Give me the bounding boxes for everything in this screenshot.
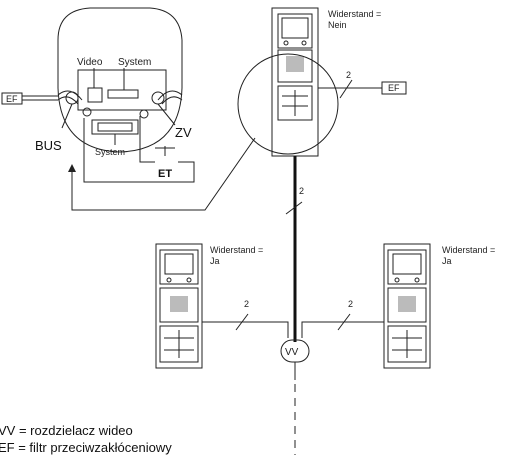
top-station-led-2 <box>301 40 307 46</box>
left-branch-wire-count: 2 <box>244 299 249 309</box>
right-branch-tick <box>337 313 351 331</box>
right-resistance-line1: Widerstand = <box>442 245 495 255</box>
zv-wire-loop <box>157 90 183 105</box>
right-station-led-2 <box>414 277 420 283</box>
top-wire-count: 2 <box>346 70 351 80</box>
right-branch-wire-count: 2 <box>348 299 353 309</box>
system-terminal-bottom <box>97 122 133 132</box>
left-resistance-line1: Widerstand = <box>210 245 263 255</box>
module-housing-top <box>57 7 183 88</box>
ef-left-box <box>1 92 23 105</box>
system-top-label: System <box>118 57 151 68</box>
left-station-speaker-module <box>159 287 199 323</box>
vv-label: VV <box>285 347 299 358</box>
top-station-screen <box>281 17 309 39</box>
right-branch-wire <box>301 321 384 338</box>
ef-right-wire-tick <box>339 79 353 99</box>
video-label: Video <box>77 57 103 68</box>
bus-leader <box>61 103 73 129</box>
right-door-station: Widerstand = Ja <box>383 243 495 369</box>
left-station-button-module <box>159 325 199 363</box>
ef-right-label: EF <box>388 83 400 93</box>
detail-arrow <box>68 137 256 211</box>
left-branch-wire <box>202 321 289 338</box>
terminal-block <box>77 69 167 111</box>
right-station-camera-module <box>387 249 427 285</box>
top-station-speaker-module <box>277 49 313 83</box>
right-station-frame <box>383 243 431 369</box>
top-station-speaker-grille <box>286 56 304 72</box>
right-station-screen <box>392 253 422 275</box>
legend-ef: EF = filtr przeciwzakłóceniowy <box>0 440 172 455</box>
top-resistance-line1: Widerstand = <box>328 9 381 19</box>
system-bottom-label: System <box>95 147 125 157</box>
left-station-frame <box>155 243 203 369</box>
et-label: ET <box>158 168 172 180</box>
system-terminal-bottom-frame <box>91 119 139 135</box>
video-terminal <box>87 87 103 103</box>
detail-magnifier <box>237 53 339 155</box>
left-station-led-2 <box>186 277 192 283</box>
left-station-camera-module <box>159 249 199 285</box>
right-station-button-module <box>387 325 427 363</box>
bus-module: EF Video System System BUS ZV ET <box>1 7 195 183</box>
bus-screw-2 <box>82 107 92 117</box>
zv-screw-1 <box>151 91 165 105</box>
top-door-station: Widerstand = Nein <box>271 7 381 157</box>
zv-screw-2 <box>139 109 149 119</box>
left-branch-tick <box>235 313 249 331</box>
left-station-screen <box>164 253 194 275</box>
top-station-camera-module <box>277 13 313 49</box>
bus-wire-loop <box>57 90 83 105</box>
zv-leader <box>157 103 176 126</box>
left-station-speaker-grille <box>170 296 188 312</box>
module-housing-bottom <box>57 87 183 153</box>
ef-left-label: EF <box>6 94 18 104</box>
top-station-led-1 <box>283 40 289 46</box>
left-station-led-1 <box>166 277 172 283</box>
top-resistance-line2: Nein <box>328 20 347 30</box>
left-door-station: Widerstand = Ja <box>155 243 263 369</box>
riser-tick <box>285 201 303 215</box>
right-resistance-line2: Ja <box>442 256 452 266</box>
right-station-speaker-module <box>387 287 427 323</box>
legend-vv: VV = rozdzielacz wideo <box>0 423 133 438</box>
system-terminal-top <box>107 89 139 99</box>
bus-label: BUS <box>35 138 62 153</box>
zv-label: ZV <box>175 125 192 140</box>
top-station-button-module <box>277 85 313 121</box>
ef-right-box <box>381 81 407 95</box>
riser-wire-count: 2 <box>299 186 304 196</box>
right-station-led-1 <box>394 277 400 283</box>
left-resistance-line2: Ja <box>210 256 220 266</box>
right-station-speaker-grille <box>398 296 416 312</box>
